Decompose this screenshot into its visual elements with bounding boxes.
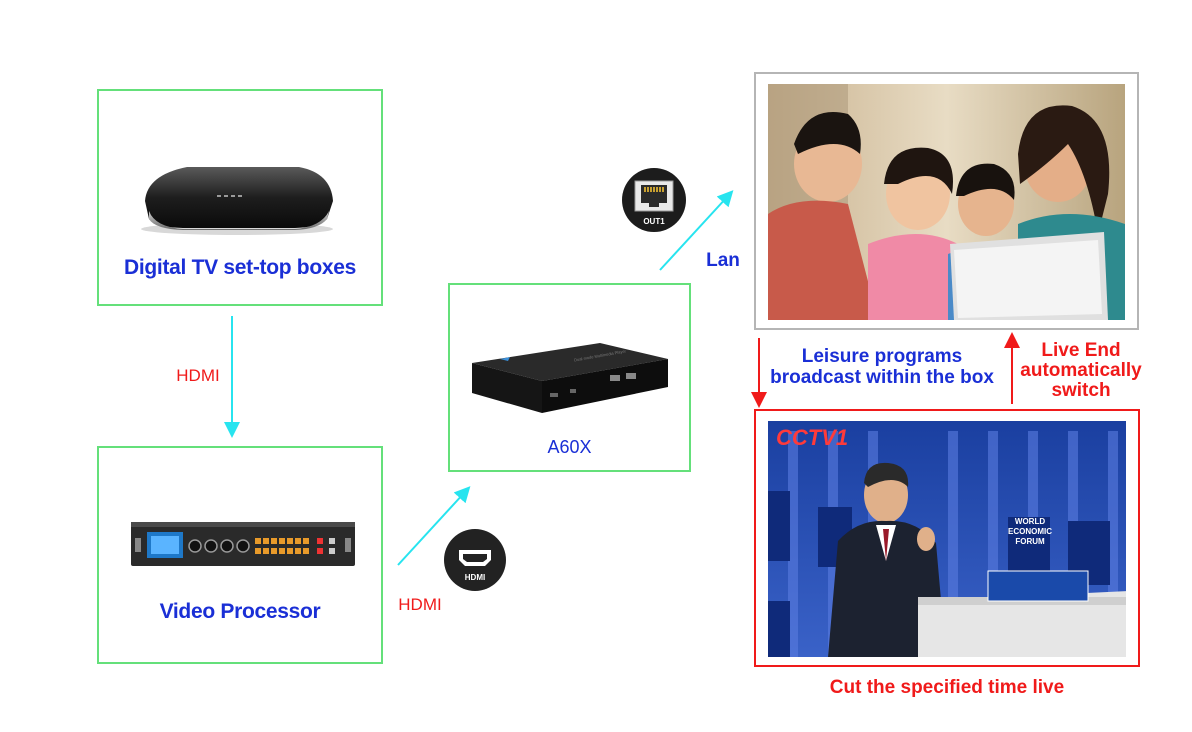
lan-port-icon: OUT1 (621, 167, 687, 233)
leisure-caption-line1: Leisure programs (801, 346, 963, 367)
hdmi-edge-label-2: HDMI (398, 595, 442, 614)
live-screen: CCTV1 WORLD ECONOMIC FORUM (754, 409, 1140, 667)
hdmi-port-icon: HDMI (443, 528, 507, 592)
hdmi-port-label: HDMI (464, 573, 486, 582)
video-processor-image (131, 522, 355, 566)
hdmi-edge-label-1: HDMI (176, 366, 220, 385)
leisure-caption-line2: broadcast within the box (770, 367, 994, 388)
forum-sign: WORLD ECONOMIC FORUM (1000, 517, 1060, 547)
forum-sign-line2: ECONOMIC (1008, 527, 1052, 536)
live-caption: Cut the specified time live (829, 677, 1065, 698)
live-switch-line2: automatically (1020, 360, 1142, 381)
player-node: Dual-mode Multimedia Player A60X (448, 283, 691, 472)
forum-sign-line1: WORLD (1014, 517, 1046, 526)
player-device-image (472, 343, 668, 413)
live-broadcast-photo: CCTV1 WORLD ECONOMIC FORUM (768, 421, 1126, 657)
player-label: A60X (547, 437, 592, 457)
settop-node: Digital TV set-top boxes (97, 89, 383, 306)
settop-box-image (141, 167, 333, 235)
lan-port-label: OUT1 (643, 217, 665, 226)
processor-node: Video Processor (97, 446, 383, 664)
processor-label: Video Processor (159, 600, 321, 623)
leisure-screen (754, 72, 1139, 330)
settop-label: Digital TV set-top boxes (124, 256, 356, 279)
live-switch-line3: switch (1051, 380, 1111, 401)
lan-edge-label: Lan (706, 250, 740, 271)
forum-sign-line3: FORUM (1015, 537, 1045, 546)
live-switch-line1: Live End (1041, 340, 1121, 361)
cctv-logo: CCTV1 (776, 425, 849, 450)
family-photo (768, 84, 1125, 320)
